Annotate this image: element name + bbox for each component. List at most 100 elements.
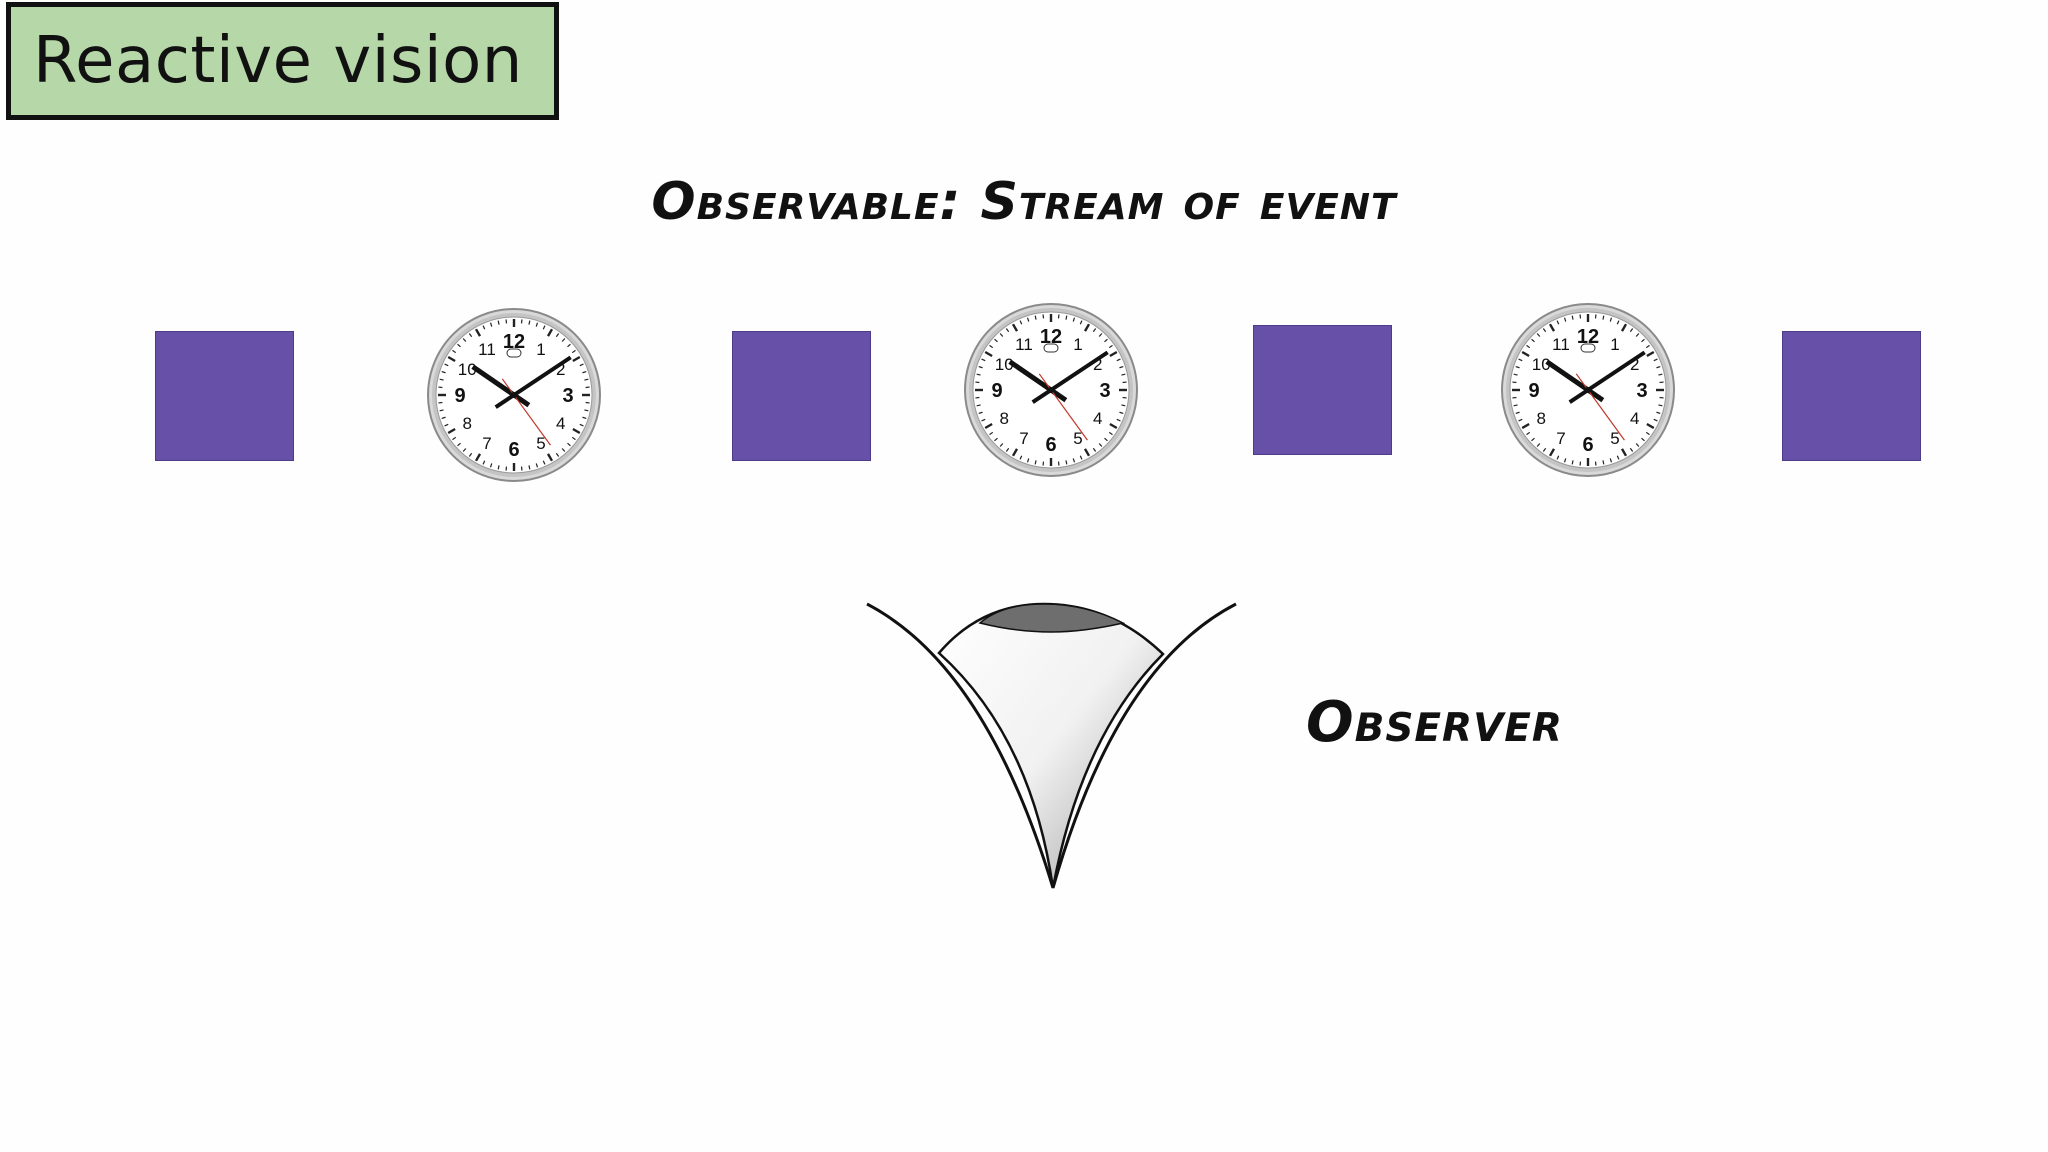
clock-tick <box>1656 411 1661 415</box>
clock-tick <box>989 431 994 436</box>
clock-tick <box>489 322 493 327</box>
clock-number: 1 <box>1610 335 1619 354</box>
clock-tick <box>1121 373 1126 376</box>
clock-minute-hand <box>494 355 572 409</box>
clock-tick <box>1602 315 1605 320</box>
clock-tick <box>1571 460 1574 465</box>
clock-tick <box>1513 373 1518 376</box>
clock-tick <box>1092 447 1097 452</box>
clock-number: 12 <box>1040 326 1062 348</box>
clock-number: 9 <box>454 385 465 407</box>
clock-tick <box>1116 358 1121 362</box>
clock-second-hand <box>1038 373 1088 441</box>
clock-tick <box>468 333 473 338</box>
clock-tick <box>462 338 467 342</box>
clock-tick <box>1526 431 1531 436</box>
clock-minute-hand <box>1568 350 1646 404</box>
clock-tick <box>1641 437 1645 442</box>
slide-title-box: Reactive vision <box>6 2 559 120</box>
clock-number: 8 <box>1537 409 1546 428</box>
clock-number: 5 <box>536 434 545 453</box>
clock-number: 10 <box>458 360 477 379</box>
clock-tick <box>981 418 986 422</box>
clock-tick <box>999 443 1004 447</box>
clock-tick <box>1536 333 1541 337</box>
clock-tick <box>1556 455 1560 460</box>
clock-tick <box>1005 328 1010 333</box>
clock-tick <box>561 338 566 342</box>
clock-tick <box>1531 437 1535 442</box>
clock-tick <box>989 344 994 349</box>
clock-tick <box>1518 358 1523 362</box>
clock-number: 2 <box>1630 355 1639 374</box>
observer-label: Observer <box>1306 690 1563 755</box>
clock-tick <box>994 338 998 343</box>
clock-tick <box>1563 458 1567 463</box>
clock-number: 6 <box>508 439 519 461</box>
clock-tick <box>579 423 584 427</box>
clock-tick <box>1602 460 1605 465</box>
clock-tick <box>984 422 993 430</box>
clock-tick <box>1065 460 1068 465</box>
clock-number: 3 <box>562 385 573 407</box>
clock-tick <box>978 411 983 415</box>
clock-tick <box>439 409 444 412</box>
clock-tick <box>1609 458 1613 463</box>
clock-tick <box>474 453 482 462</box>
slide-title: Reactive vision <box>33 24 523 98</box>
clock-tick <box>528 320 531 325</box>
clock-tick <box>1109 350 1118 358</box>
clock-tick <box>582 370 587 374</box>
clock-tick <box>1083 448 1091 457</box>
clock-number: 10 <box>995 355 1014 374</box>
clock-tick <box>482 325 486 330</box>
clock-number: 1 <box>1073 335 1082 354</box>
clock-tick <box>567 442 571 447</box>
clock-hour-hand <box>471 364 531 408</box>
clock-tick <box>482 460 486 465</box>
clock-tick <box>441 416 446 420</box>
clock-hour-hand <box>1008 359 1068 403</box>
clock-tick <box>1011 323 1019 332</box>
clock-tick <box>582 416 587 420</box>
clock-number: 5 <box>1610 429 1619 448</box>
clock-tick <box>1011 448 1019 457</box>
clock-tick <box>1119 411 1124 415</box>
clock-number: 7 <box>1556 429 1565 448</box>
clock-tick <box>984 350 993 358</box>
clock-tick <box>1072 317 1076 322</box>
clock-tick <box>1531 338 1535 343</box>
clock-number: 9 <box>1528 380 1539 402</box>
clock-tick <box>1542 447 1547 452</box>
event-square-4 <box>1782 331 1921 461</box>
clock-tick <box>444 363 449 367</box>
clock-tick <box>1515 411 1520 415</box>
clock-tick <box>1119 365 1124 369</box>
clock-tick <box>1521 350 1530 358</box>
clock-number: 7 <box>1019 429 1028 448</box>
clock-number: 5 <box>1073 429 1082 448</box>
clock-tick <box>571 349 576 354</box>
clock-tick <box>1542 328 1547 333</box>
clock-tick <box>981 358 986 362</box>
clock-number: 1 <box>536 340 545 359</box>
event-square-1 <box>155 331 294 461</box>
clock-tick <box>584 378 589 381</box>
clock-tick <box>1108 344 1113 349</box>
clock-tick <box>1620 448 1628 457</box>
clock-tick <box>994 437 998 442</box>
clock-tick <box>1571 315 1574 320</box>
clock-tick <box>1026 317 1030 322</box>
clock-tick <box>1083 323 1091 332</box>
clock-tick <box>444 423 449 427</box>
clock-tick <box>1653 418 1658 422</box>
clock-tick <box>1513 404 1518 407</box>
clock-tick <box>457 442 461 447</box>
clock-tick <box>561 448 566 452</box>
clock-tick <box>1098 333 1103 337</box>
clock-number: 10 <box>1532 355 1551 374</box>
clock-tick <box>447 427 456 435</box>
clock-tick <box>452 349 457 354</box>
clock-number: 2 <box>1093 355 1102 374</box>
clock-tick <box>457 343 461 348</box>
